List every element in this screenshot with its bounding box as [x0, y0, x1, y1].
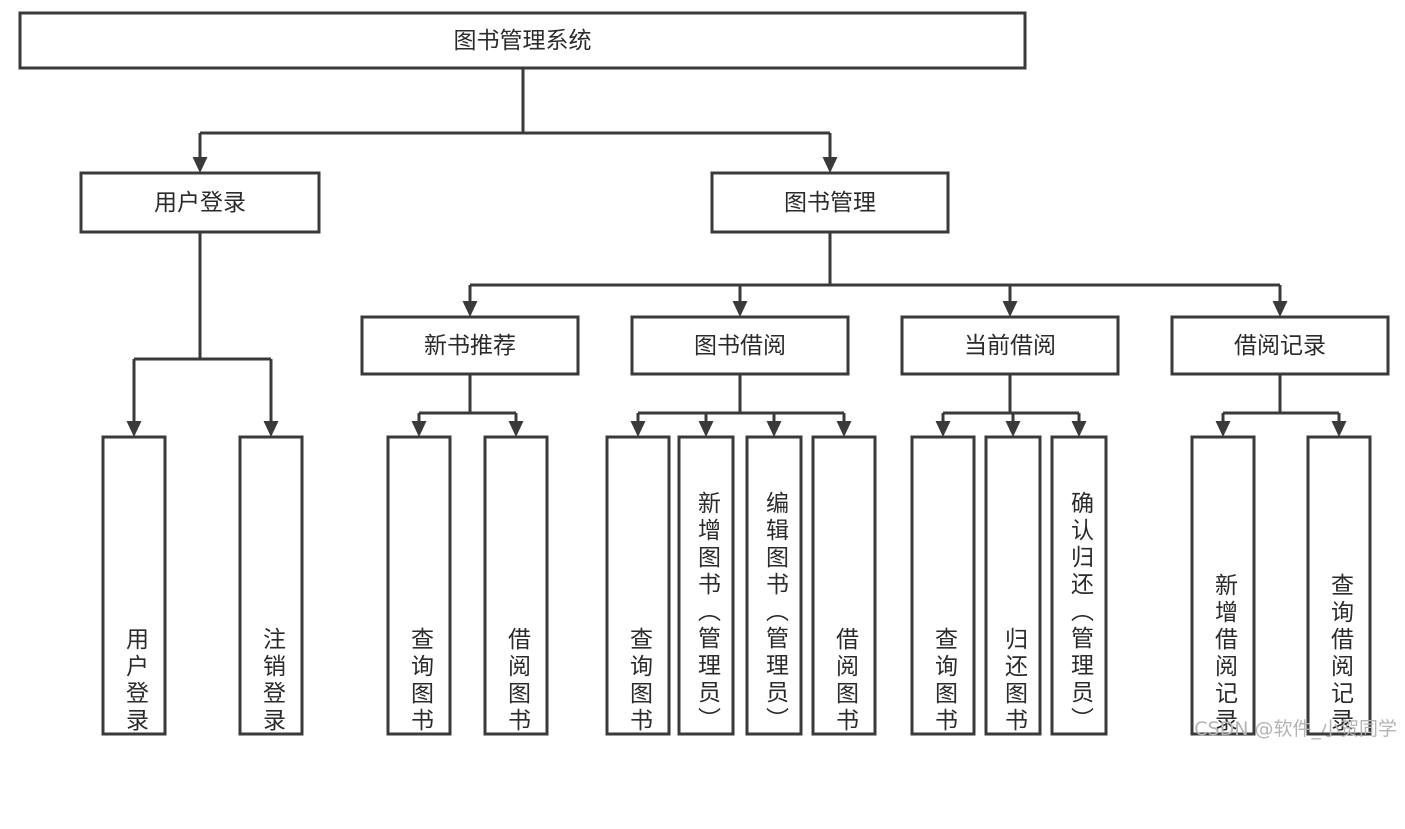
node-leaf-user-login[interactable] — [101, 435, 167, 736]
node-box[interactable] — [360, 315, 580, 376]
edge-group-root — [192, 68, 838, 173]
arrow-head-icon — [935, 421, 951, 437]
edge-group-borrow-record — [1215, 374, 1347, 437]
edge-group-current-borrow — [935, 374, 1087, 437]
arrow-head-icon — [126, 421, 142, 437]
arrow-head-icon — [192, 157, 208, 173]
arrow-head-icon — [836, 421, 852, 437]
node-label: 图书借阅 — [694, 333, 786, 359]
node-label: 用户登录 — [154, 190, 246, 216]
edge-group-book-borrow — [630, 374, 852, 437]
node-label: 当前借阅 — [964, 333, 1056, 359]
node-leaf-query-record[interactable] — [1306, 435, 1372, 736]
arrow-head-icon — [732, 301, 748, 317]
node-box[interactable] — [1170, 315, 1390, 376]
node-leaf-add-book[interactable] — [677, 435, 735, 736]
node-label: 编辑图书（管理员） — [761, 491, 788, 734]
arrow-head-icon — [698, 421, 714, 437]
node-box[interactable] — [101, 435, 167, 736]
node-label: 查询图书 — [625, 626, 652, 735]
node-label: 用户登录 — [121, 626, 148, 735]
node-label: 借阅记录 — [1234, 333, 1326, 359]
arrow-head-icon — [1215, 421, 1231, 437]
node-label: 新增图书（管理员） — [693, 491, 720, 734]
node-leaf-query-book-2[interactable] — [605, 435, 671, 736]
node-label: 注销登录 — [258, 626, 285, 735]
node-label: 新书推荐 — [424, 333, 516, 359]
node-box[interactable] — [238, 435, 304, 736]
arrow-head-icon — [1005, 421, 1021, 437]
node-leaf-return-book[interactable] — [984, 435, 1042, 736]
node-box[interactable] — [386, 435, 452, 736]
arrow-head-icon — [263, 421, 279, 437]
arrow-head-icon — [1071, 421, 1087, 437]
node-box[interactable] — [630, 315, 850, 376]
arrow-head-icon — [1272, 301, 1288, 317]
node-book-manage[interactable]: 图书管理 — [710, 171, 950, 234]
node-label: 查询图书 — [406, 626, 433, 735]
node-leaf-add-record[interactable] — [1190, 435, 1256, 736]
edge-group-book-manage — [462, 232, 1288, 317]
node-borrow-record[interactable]: 借阅记录 — [1170, 315, 1390, 376]
node-leaf-query-book-3[interactable] — [910, 435, 976, 736]
node-box[interactable] — [984, 435, 1042, 736]
node-label: 确认归还（管理员） — [1066, 491, 1093, 734]
node-root[interactable]: 图书管理系统 — [18, 11, 1027, 70]
node-box[interactable] — [18, 11, 1027, 70]
node-leaf-query-book-1[interactable] — [386, 435, 452, 736]
node-box[interactable] — [745, 435, 803, 736]
arrow-head-icon — [630, 421, 646, 437]
node-label: 查询借阅记录 — [1326, 572, 1353, 735]
node-box[interactable] — [605, 435, 671, 736]
node-leaf-borrow-book-2[interactable] — [811, 435, 877, 736]
edge-group-user-login — [126, 232, 279, 437]
node-new-book-recommend[interactable]: 新书推荐 — [360, 315, 580, 376]
arrow-head-icon — [1002, 301, 1018, 317]
node-current-borrow[interactable]: 当前借阅 — [900, 315, 1120, 376]
node-box[interactable] — [677, 435, 735, 736]
arrow-head-icon — [411, 421, 427, 437]
arrow-head-icon — [508, 421, 524, 437]
node-box[interactable] — [900, 315, 1120, 376]
arrow-head-icon — [822, 157, 838, 173]
arrow-head-icon — [462, 301, 478, 317]
node-box[interactable] — [1306, 435, 1372, 736]
edges-layer — [126, 68, 1347, 437]
diagram-canvas: 图书管理系统用户登录图书管理新书推荐图书借阅当前借阅借阅记录 用户登录注销登录查… — [18, 11, 1397, 740]
node-label: 图书管理 — [784, 190, 876, 216]
node-leaf-user-logout[interactable] — [238, 435, 304, 736]
node-label: 借阅图书 — [831, 626, 858, 735]
node-box[interactable] — [79, 171, 321, 234]
node-box[interactable] — [1190, 435, 1256, 736]
node-user-login[interactable]: 用户登录 — [79, 171, 321, 234]
node-label: 借阅图书 — [503, 626, 530, 735]
node-box[interactable] — [710, 171, 950, 234]
node-box[interactable] — [483, 435, 549, 736]
node-label: 归还图书 — [1000, 626, 1027, 735]
node-label: 图书管理系统 — [454, 28, 592, 54]
node-book-borrow[interactable]: 图书借阅 — [630, 315, 850, 376]
node-box[interactable] — [811, 435, 877, 736]
arrow-head-icon — [766, 421, 782, 437]
arrow-head-icon — [1331, 421, 1347, 437]
node-box[interactable] — [1050, 435, 1108, 736]
node-box[interactable] — [910, 435, 976, 736]
node-leaf-confirm-return[interactable] — [1050, 435, 1108, 736]
watermark-text: CSDN @软件_小贺同学 — [1194, 718, 1397, 740]
node-label: 新增借阅记录 — [1210, 572, 1237, 735]
node-leaf-edit-book[interactable] — [745, 435, 803, 736]
node-label: 查询图书 — [930, 626, 957, 735]
node-leaf-borrow-book-1[interactable] — [483, 435, 549, 736]
edge-group-new-book-recommend — [411, 374, 524, 437]
